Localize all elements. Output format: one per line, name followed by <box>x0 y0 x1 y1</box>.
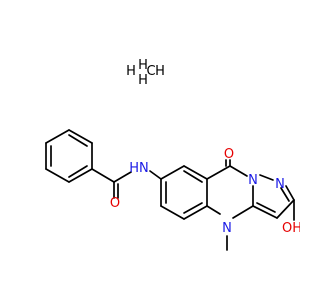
bond-inner <box>68 165 88 178</box>
methane-h-right: H <box>155 64 165 79</box>
bridge-nitrogen-label: N <box>248 173 258 188</box>
amide-oxygen-label: O <box>110 196 120 211</box>
bond <box>113 171 132 183</box>
bond-inner <box>183 202 203 214</box>
bond <box>276 199 295 219</box>
bond <box>280 187 290 202</box>
bond <box>45 129 70 144</box>
pyrazole-nitrogen-label: N <box>275 177 285 192</box>
bond <box>259 174 274 181</box>
methane-h-bottom: H <box>138 73 148 88</box>
bond <box>229 165 248 177</box>
bond <box>285 185 295 201</box>
acid-oh-label: OH <box>282 221 300 236</box>
ring-nitrogen-label: N <box>222 221 232 236</box>
methane-fragment: H H C H H <box>126 58 165 88</box>
bonds <box>45 129 295 251</box>
bond <box>91 168 115 183</box>
bond <box>252 205 278 219</box>
bond <box>149 170 162 180</box>
bond <box>183 165 208 180</box>
bond <box>183 205 208 220</box>
bond-inner <box>68 134 88 147</box>
amide-nh-label: HN <box>129 161 149 176</box>
bond-inner <box>183 170 203 183</box>
atom-labels: HN O O N N N OH <box>110 147 300 236</box>
bond <box>45 168 70 183</box>
bond-inner <box>256 202 276 213</box>
bond <box>206 165 231 180</box>
methane-h-top: H <box>138 58 148 73</box>
bond <box>232 205 254 219</box>
bond <box>160 165 185 180</box>
bond <box>68 168 93 183</box>
molecule-structure: H H C H H <box>45 58 300 251</box>
bond <box>206 205 221 215</box>
methane-c: C <box>146 64 155 79</box>
bond <box>68 129 93 144</box>
ketone-oxygen-label: O <box>224 147 234 162</box>
bond <box>160 205 185 220</box>
methane-h-left: H <box>126 64 136 79</box>
